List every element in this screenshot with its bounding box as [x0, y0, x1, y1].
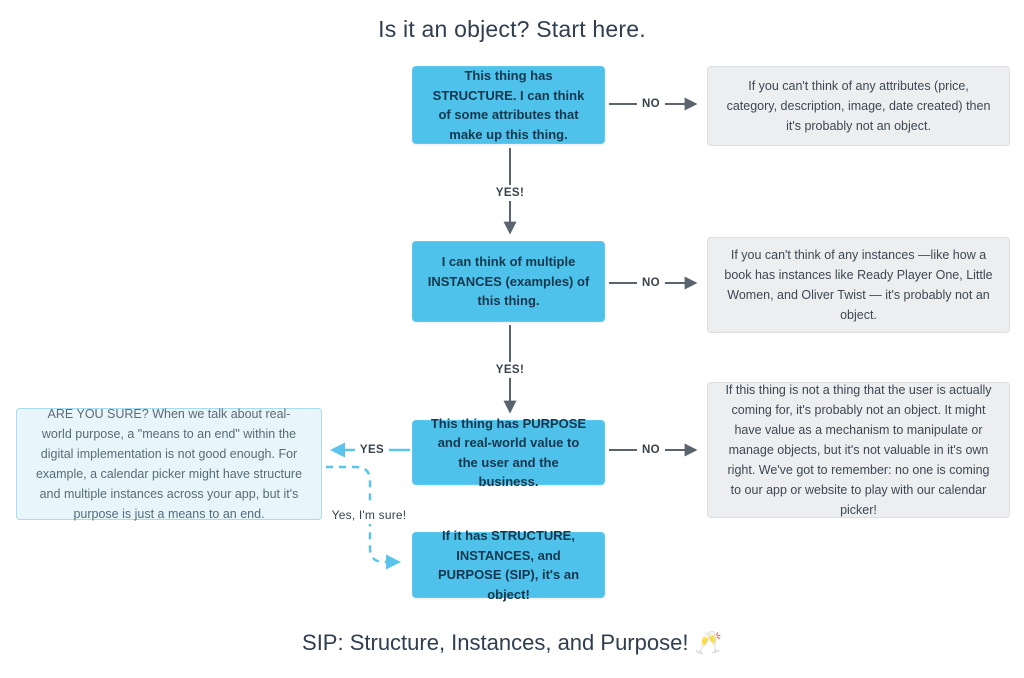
node-not-object-instances: If you can't think of any instances —lik…: [707, 237, 1010, 333]
label-yes-2: YES!: [490, 362, 530, 378]
label-no-1: NO: [636, 96, 666, 112]
node-are-you-sure: ARE YOU SURE? When we talk about real-wo…: [16, 407, 322, 521]
page-title: Is it an object? Start here.: [378, 16, 646, 42]
caption: SIP: Structure, Instances, and Purpose! …: [0, 630, 1024, 656]
node-purpose-question: This thing has PURPOSE and real-world va…: [412, 416, 605, 489]
label-yes-1: YES!: [490, 185, 530, 201]
node-not-object-purpose: If this thing is not a thing that the us…: [707, 382, 1010, 518]
label-yes-left: YES: [354, 442, 390, 458]
label-no-3: NO: [636, 442, 666, 458]
caption-text: SIP: Structure, Instances, and Purpose!: [302, 630, 689, 655]
node-instances-question: I can think of multiple INSTANCES (examp…: [412, 241, 605, 322]
node-structure-question: This thing has STRUCTURE. I can think of…: [412, 66, 605, 144]
clinking-glasses-icon: 🥂: [694, 630, 722, 655]
node-not-object-attributes: If you can't think of any attributes (pr…: [707, 66, 1010, 146]
label-no-2: NO: [636, 275, 666, 291]
node-object-confirmed: If it has STRUCTURE, INSTANCES, and PURP…: [412, 528, 605, 602]
label-yes-im-sure: Yes, I'm sure!: [326, 506, 412, 524]
